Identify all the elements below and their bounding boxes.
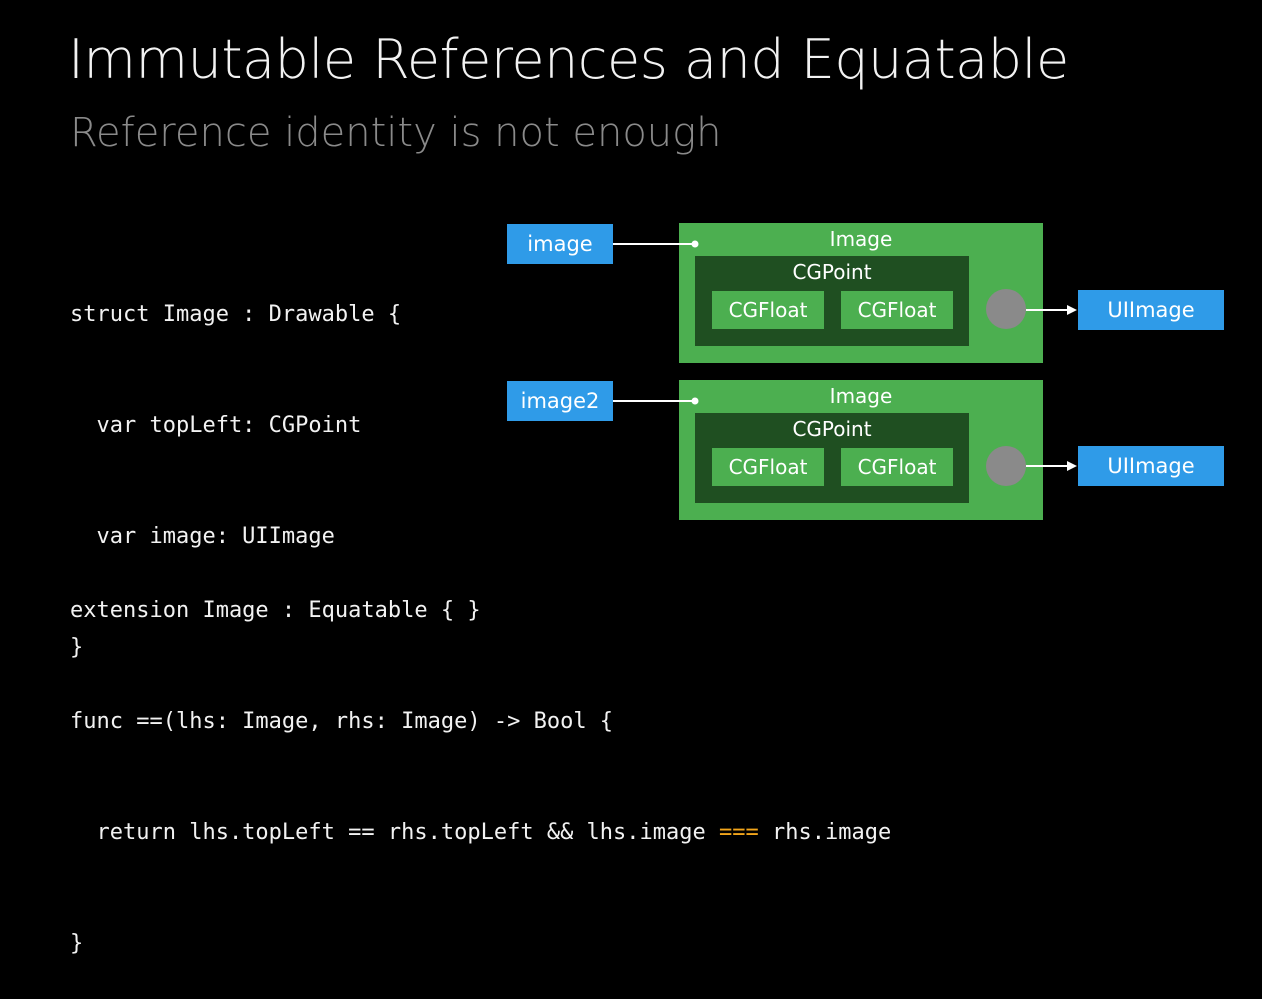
cgpoint-title: CGPoint xyxy=(792,417,872,441)
cgfloat-field: CGFloat xyxy=(712,291,824,329)
uiimage-box: UIImage xyxy=(1078,446,1224,486)
code-line: } xyxy=(70,931,84,956)
code-text: return lhs.topLeft == rhs.topLeft && lhs… xyxy=(70,820,720,845)
struct-code-block: struct Image : Drawable { var topLeft: C… xyxy=(70,222,401,703)
cgpoint-box: CGPoint CGFloat CGFloat xyxy=(695,413,969,503)
code-line: } xyxy=(70,635,84,660)
code-line: extension Image : Equatable { } xyxy=(70,598,481,623)
reference-dot xyxy=(986,446,1026,486)
code-line: func ==(lhs: Image, rhs: Image) -> Bool … xyxy=(70,709,614,734)
reference-dot xyxy=(986,289,1026,329)
struct-title: Image xyxy=(829,227,893,251)
struct-title: Image xyxy=(829,384,893,408)
uiimage-box: UIImage xyxy=(1078,290,1224,330)
code-line: var image: UIImage xyxy=(70,524,335,549)
code-line-return: return lhs.topLeft == rhs.topLeft && lhs… xyxy=(70,814,891,851)
slide-title: Immutable References and Equatable xyxy=(68,28,1069,91)
code-line: var topLeft: CGPoint xyxy=(70,413,362,438)
variable-image2-box: image2 xyxy=(507,381,613,421)
cgfloat-field: CGFloat xyxy=(841,291,953,329)
equatable-code-block: extension Image : Equatable { } func ==(… xyxy=(70,518,891,999)
cgpoint-box: CGPoint CGFloat CGFloat xyxy=(695,256,969,346)
cgpoint-title: CGPoint xyxy=(792,260,872,284)
slide-subtitle: Reference identity is not enough xyxy=(70,110,722,156)
cgfloat-field: CGFloat xyxy=(841,448,953,486)
cgfloat-field: CGFloat xyxy=(712,448,824,486)
variable-image-box: image xyxy=(507,224,613,264)
image-struct-box: Image CGPoint CGFloat CGFloat xyxy=(679,223,1043,363)
code-line: struct Image : Drawable { xyxy=(70,302,402,327)
identity-operator: === xyxy=(719,820,759,845)
image-struct-box: Image CGPoint CGFloat CGFloat xyxy=(679,380,1043,520)
code-text: rhs.image xyxy=(758,820,892,845)
